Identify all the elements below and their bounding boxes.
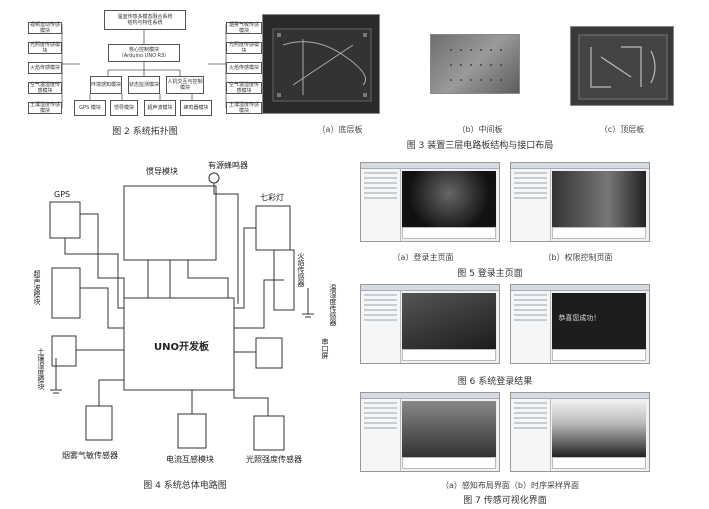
figure-5-caption: 图 5 登录主页面 xyxy=(457,269,523,279)
board-top-photo xyxy=(570,26,674,106)
figure-2-caption: 图 2 系统拓扑图 xyxy=(112,127,178,137)
figure-4-caption: 图 4 系统总体电路图 xyxy=(143,481,227,491)
circuit-buzzer-label: 有源蜂鸣器 xyxy=(208,161,248,170)
topology-left-4: 空气温湿度传感模块 xyxy=(28,82,62,94)
topology-mid-3: 人机交互与控制模块 xyxy=(166,76,204,94)
board-middle-grid xyxy=(450,49,502,81)
topology-bottom-3: 超声波模块 xyxy=(144,100,176,116)
figure-3b-label: （b）中间板 xyxy=(457,125,503,134)
topology-right-5: 土壤湿度传感模块 xyxy=(226,102,262,114)
figure-7-sublabel: （a）感知布局界面（b）时序采样界面 xyxy=(441,481,579,490)
topology-left-3: 火焰传感模块 xyxy=(28,62,62,74)
topology-left-2: 光照度传感模块 xyxy=(28,42,62,54)
figure-4-circuit: GPS 惯导模块 有源蜂鸣器 七彩灯 超声波模块 UNO开发板 火焰传感器 温湿… xyxy=(28,158,344,468)
permission-page-screenshot xyxy=(510,162,650,242)
topology-mid-2: 状态监测模块 xyxy=(128,76,160,94)
circuit-fire-label: 火焰传感器 xyxy=(297,252,305,287)
figure-5a-label: （a）登录主页面 xyxy=(392,253,454,262)
figure-3-caption: 图 3 装置三层电路板结构与接口布局 xyxy=(406,141,554,151)
figure-3a-label: （a）底层板 xyxy=(317,125,363,134)
circuit-main-label: UNO开发板 xyxy=(154,342,209,353)
circuit-light-label: 光照强度传感器 xyxy=(246,455,302,464)
circuit-rgb-label: 七彩灯 xyxy=(260,193,284,202)
circuit-soil-label: 土壤湿度模块 xyxy=(37,348,45,390)
perception-layout-screenshot xyxy=(360,392,500,472)
circuit-serial-label: 串口屏 xyxy=(321,338,329,359)
figure-2-topology: 温室传感多模态融合系统 结构与特性系统 核心控制模块 （Arduino UNO … xyxy=(10,4,278,122)
board-top-traces xyxy=(578,34,668,100)
topology-right-1: 烟雾气敏传感模块 xyxy=(226,22,262,34)
figure-3c-label: （c）顶层板 xyxy=(599,125,645,134)
topology-top-box: 温室传感多模态融合系统 结构与特性系统 xyxy=(104,10,186,30)
topology-right-2: 光照度传感模块 xyxy=(226,42,262,54)
topology-core-box: 核心控制模块 （Arduino UNO R3） xyxy=(108,44,180,62)
board-bottom-photo xyxy=(262,14,380,114)
circuit-inertial-label: 惯导模块 xyxy=(146,167,178,176)
topology-right-3: 火焰传感模块 xyxy=(226,62,262,74)
login-page-screenshot xyxy=(360,162,500,242)
sampling-screenshot xyxy=(510,392,650,472)
circuit-wires xyxy=(49,172,314,451)
login-success-text: 恭喜您成功！ xyxy=(558,314,601,322)
circuit-gps-label: GPS xyxy=(54,190,71,199)
board-middle-photo xyxy=(430,34,520,94)
circuit-temp-label: 温湿度传感器 xyxy=(329,284,337,326)
topology-bottom-4: 蜂鸣器模块 xyxy=(180,100,212,116)
topology-right-4: 空气温湿度传感模块 xyxy=(226,82,262,94)
circuit-smoke-label: 烟雾气敏传感器 xyxy=(62,451,118,460)
topology-left-1: 视频运动传感模块 xyxy=(28,22,62,34)
topology-bottom-1: GPS 模块 xyxy=(74,100,106,116)
topology-mid-1: 环境感知模块 xyxy=(90,76,122,94)
topology-left-5: 土壤湿度传感模块 xyxy=(28,102,62,114)
figure-5b-label: （b）权限控制页面 xyxy=(543,253,613,262)
figure-6-caption: 图 6 系统登录结果 xyxy=(457,377,533,387)
login-result-screenshot-a xyxy=(360,284,500,364)
circuit-ultrasonic-label: 超声波模块 xyxy=(33,270,41,305)
login-result-screenshot-b: 恭喜您成功！ xyxy=(510,284,650,364)
topology-bottom-2: 惯导模块 xyxy=(110,100,138,116)
circuit-current-label: 电流互感模块 xyxy=(166,455,214,464)
figure-7-caption: 图 7 传感可视化界面 xyxy=(463,496,547,506)
board-bottom-traces xyxy=(272,28,372,102)
